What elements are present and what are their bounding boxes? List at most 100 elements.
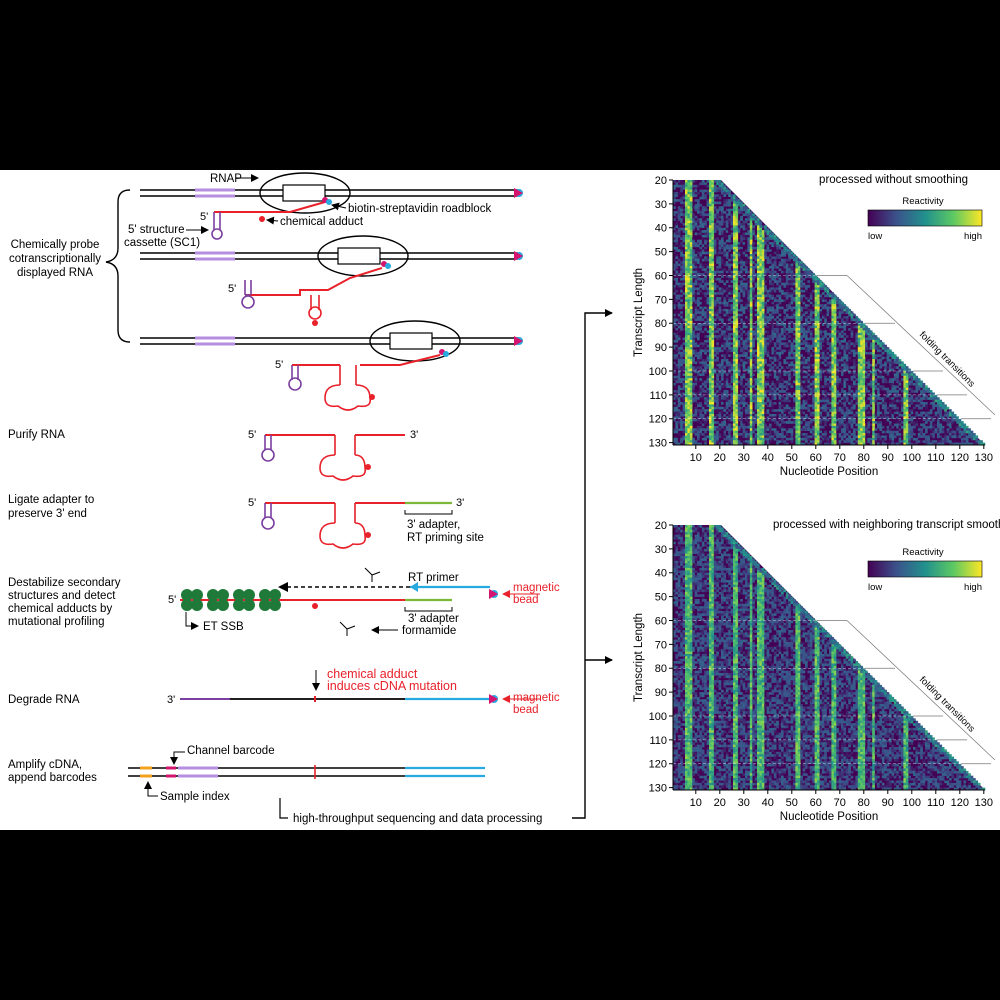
- et-ssb-label: ET SSB: [203, 621, 244, 633]
- y-tick-label: 80: [655, 318, 667, 330]
- step-purify-label: Purify RNA: [8, 429, 65, 441]
- colorbar-low: low: [868, 231, 882, 242]
- adapter-rt-label: 3' adapter,RT priming site: [407, 519, 484, 544]
- brace: [105, 189, 131, 343]
- x-tick-label: 20: [714, 797, 726, 809]
- roadblock-label: biotin-streptavidin roadblock: [348, 203, 491, 215]
- y-axis-label: Transcript Length: [633, 613, 645, 702]
- five-prime-2: 5': [228, 283, 236, 295]
- sample-index-label: Sample index: [160, 791, 230, 803]
- x-tick-label: 10: [690, 797, 702, 809]
- colorbar: [867, 560, 983, 578]
- x-tick-label: 100: [903, 797, 921, 809]
- five-prime-6: 5': [168, 594, 176, 606]
- colorbar: [867, 209, 983, 227]
- y-tick-label: 20: [655, 175, 667, 187]
- y-axis-label: Transcript Length: [633, 268, 645, 357]
- x-tick-label: 50: [786, 452, 798, 464]
- formamide-label: formamide: [402, 625, 456, 637]
- y-tick-label: 70: [655, 294, 667, 306]
- x-tick-label: 60: [810, 452, 822, 464]
- three-prime-3: 3': [167, 694, 175, 706]
- heatmap-cells: [673, 525, 986, 791]
- colorbar-high: high: [964, 231, 982, 242]
- amplify-diagram: [128, 309, 613, 819]
- complex-1: [140, 172, 523, 240]
- x-tick-label: 100: [903, 452, 921, 464]
- y-tick-label: 130: [649, 783, 667, 795]
- rnap-label: RNAP: [210, 173, 242, 185]
- three-adapter-label: 3' adapter: [408, 613, 459, 625]
- y-tick-label: 60: [655, 270, 667, 282]
- y-tick-label: 90: [655, 687, 667, 699]
- y-tick-label: 60: [655, 615, 667, 627]
- y-tick-label: 120: [649, 759, 667, 771]
- colorbar-title: Reactivity: [902, 196, 943, 207]
- folding-transitions: [817, 620, 996, 765]
- sequencing-label: high-throughput sequencing and data proc…: [293, 813, 542, 825]
- x-tick-label: 130: [975, 452, 993, 464]
- x-tick-label: 70: [834, 452, 846, 464]
- y-tick-label: 50: [655, 247, 667, 259]
- three-prime-2: 3': [456, 497, 464, 509]
- degrade-diagram: [180, 670, 540, 704]
- roadblock-icon: [514, 188, 523, 198]
- formamide-icon: [339, 567, 381, 636]
- rt-primer-label: RT primer: [408, 572, 459, 584]
- five-prime-3: 5': [275, 359, 283, 371]
- x-tick-label: 10: [690, 452, 702, 464]
- y-tick-label: 80: [655, 663, 667, 675]
- y-tick-label: 20: [655, 520, 667, 532]
- step-degrade-label: Degrade RNA: [8, 694, 80, 706]
- rnap-icon: [259, 172, 351, 214]
- x-tick-label: 30: [738, 452, 750, 464]
- y-tick-label: 50: [655, 592, 667, 604]
- y-tick-label: 120: [649, 414, 667, 426]
- x-tick-label: 90: [882, 797, 894, 809]
- y-tick-label: 130: [649, 438, 667, 450]
- purified-rna: [261, 434, 405, 481]
- ssb-protein-icon: [181, 589, 281, 611]
- y-tick-label: 40: [655, 223, 667, 235]
- heatmap-title: processed without smoothing: [819, 174, 968, 186]
- step-amplify-label: Amplify cDNA,append barcodes: [8, 759, 97, 784]
- heatmap-bottom: processed with neighboring transcript sm…: [633, 519, 1000, 823]
- channel-barcode-label: Channel barcode: [187, 745, 275, 757]
- five-prime-1: 5': [200, 211, 208, 223]
- x-axis-label: Nucleotide Position: [780, 811, 878, 823]
- x-tick-label: 30: [738, 797, 750, 809]
- y-tick-label: 30: [655, 544, 667, 556]
- x-tick-label: 80: [858, 797, 870, 809]
- three-prime-1: 3': [410, 429, 418, 441]
- colorbar-title: Reactivity: [902, 547, 943, 558]
- x-axis-label: Nucleotide Position: [780, 466, 878, 478]
- y-tick-label: 70: [655, 639, 667, 651]
- x-tick-label: 120: [951, 452, 969, 464]
- five-prime-4: 5': [248, 429, 256, 441]
- heatmap-title: processed with neighboring transcript sm…: [773, 519, 1000, 531]
- x-tick-label: 80: [858, 452, 870, 464]
- x-tick-label: 90: [882, 452, 894, 464]
- y-tick-label: 40: [655, 568, 667, 580]
- colorbar-low: low: [868, 582, 882, 593]
- y-tick-label: 110: [649, 735, 667, 747]
- colorbar-high: high: [964, 582, 982, 593]
- x-tick-label: 70: [834, 797, 846, 809]
- x-tick-label: 110: [927, 452, 945, 464]
- x-tick-label: 50: [786, 797, 798, 809]
- destabilize-diagram: [180, 567, 540, 636]
- ligated-rna: [261, 501, 453, 549]
- folding-transitions: [817, 275, 996, 420]
- y-tick-label: 110: [649, 390, 667, 402]
- complex-3: [140, 320, 523, 411]
- x-tick-label: 110: [927, 797, 945, 809]
